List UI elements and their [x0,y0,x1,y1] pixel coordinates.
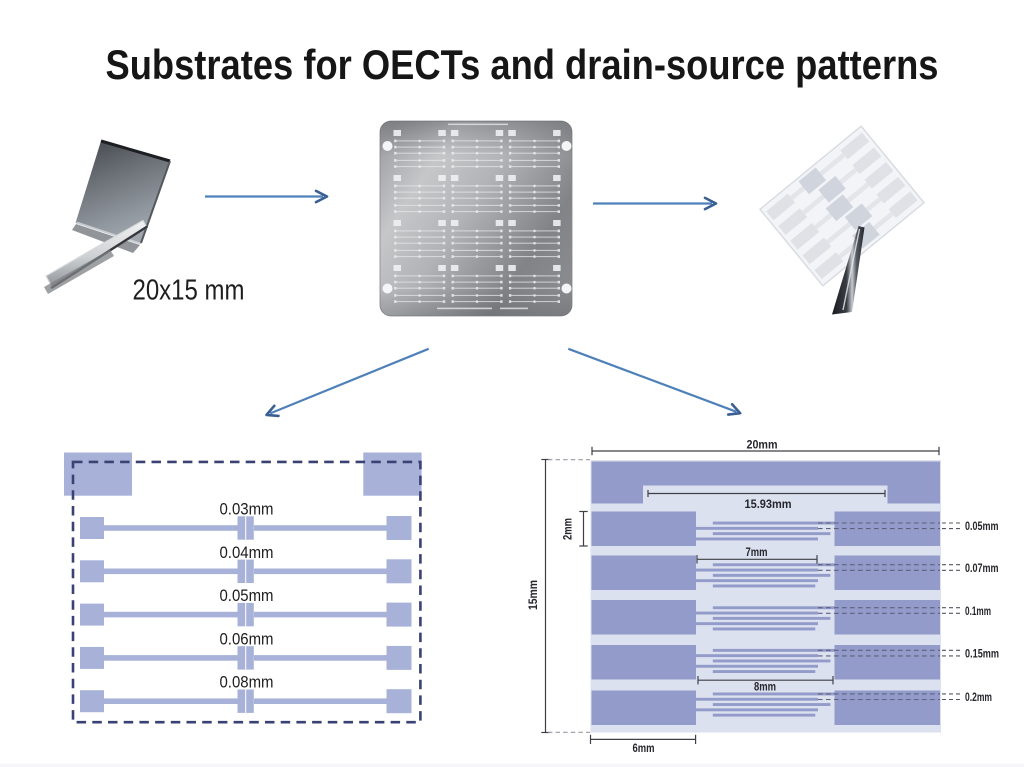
svg-text:0.1mm: 0.1mm [965,604,991,618]
svg-text:0.03mm: 0.03mm [220,500,274,519]
svg-text:Substrates for OECTs and drain: Substrates for OECTs and drain-source pa… [106,41,939,88]
svg-text:20mm: 20mm [747,438,778,452]
svg-text:8mm: 8mm [754,679,776,693]
svg-text:0.04mm: 0.04mm [220,543,274,562]
svg-text:2mm: 2mm [561,518,575,540]
svg-text:0.06mm: 0.06mm [220,629,274,648]
svg-text:0.08mm: 0.08mm [220,673,274,692]
svg-text:20x15 mm: 20x15 mm [133,275,245,307]
svg-text:6mm: 6mm [633,741,655,755]
svg-text:7mm: 7mm [746,545,768,559]
svg-text:0.05mm: 0.05mm [220,586,274,605]
svg-text:0.07mm: 0.07mm [965,561,999,575]
svg-text:15.93mm: 15.93mm [745,497,792,511]
svg-text:0.2mm: 0.2mm [965,690,992,704]
svg-text:15mm: 15mm [526,580,540,610]
svg-text:0.15mm: 0.15mm [965,646,999,660]
svg-text:0.05mm: 0.05mm [965,519,999,533]
